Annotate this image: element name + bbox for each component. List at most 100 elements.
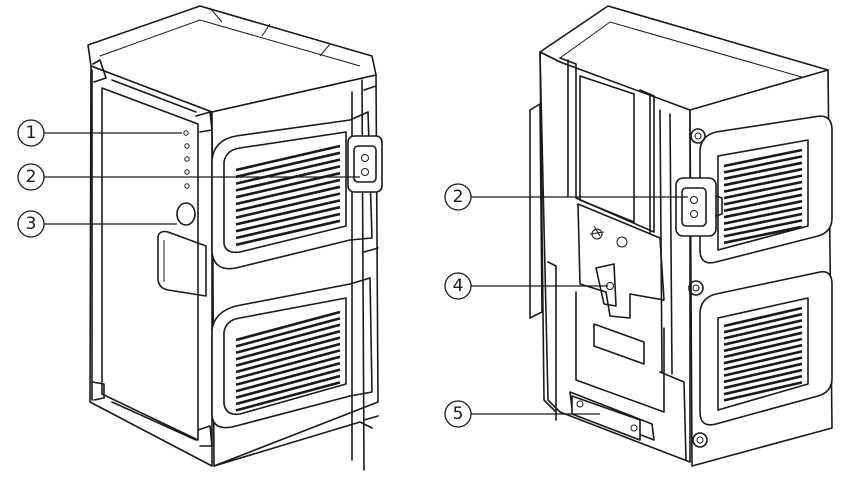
rear-lower-vent-slat [723, 319, 803, 340]
rear-left-tab [529, 103, 543, 319]
bolt-top [690, 128, 706, 144]
rear-plate [539, 51, 691, 463]
front-face [89, 65, 213, 467]
callout-3: 3 [17, 210, 45, 238]
upper-vent-frame [223, 131, 347, 254]
led-indicator-3 [184, 156, 190, 162]
callout-3-label: 3 [26, 214, 37, 234]
front-upper-vent-slat [235, 219, 341, 247]
vmount-screw-left-head [591, 228, 603, 240]
rear-top-inner-edge [559, 21, 813, 81]
dtap-pin-bottom [361, 168, 369, 176]
front-lower-vent-slat [235, 336, 341, 367]
rear-upper-vent-slat [723, 155, 803, 174]
front-inner-panel [101, 87, 199, 441]
front-lower-vent-slat [235, 355, 341, 387]
rear-channel-lines [567, 59, 651, 235]
front-lower-vent-slat [235, 381, 341, 412]
callout-5: 5 [444, 400, 472, 428]
front-upper-vent-slat [235, 192, 341, 219]
rear-upper-vent-slat [723, 212, 803, 232]
rear-lower-vent-slat [723, 325, 803, 346]
rear-lower-vent-slat [723, 331, 803, 353]
callout-1-circle [17, 119, 45, 147]
rear-dtap-port [681, 187, 707, 227]
rear-upper-vent-slat [723, 180, 803, 200]
rear-lower-vent-slat [723, 312, 803, 334]
front-top-inner-edge [99, 19, 361, 67]
callout-5-label: 5 [453, 404, 464, 424]
rear-left-post [547, 261, 557, 421]
front-upper-vent-slat [235, 165, 341, 192]
rear-upper-vent-slat [723, 206, 803, 225]
rear-lower-vent-slat [723, 350, 803, 371]
rear-upper-vent-slat [723, 174, 803, 193]
rear-lower-slot [593, 323, 645, 365]
bolt-middle-center [692, 284, 700, 292]
contact-plate-screw-right [630, 424, 638, 432]
bolt-bottom [692, 432, 708, 448]
front-lower-vent-slat [235, 329, 341, 361]
led-indicator-column [183, 130, 190, 189]
callout-2-left-label: 2 [26, 167, 37, 187]
front-bottom-edge [213, 421, 373, 467]
contact-plate-screw-left [576, 400, 584, 408]
rear-upper-vent-slat [723, 199, 803, 219]
callout-2-left: 2 [17, 163, 45, 191]
rear-upper-vent-slat [723, 148, 803, 168]
front-upper-vent-slat [235, 205, 341, 233]
led-indicator-4 [184, 169, 190, 175]
callout-5-circle [444, 400, 472, 428]
front-upper-vent-slat [235, 151, 341, 179]
front-lower-vent-slat [235, 361, 341, 393]
callout-4-circle [444, 272, 472, 300]
rear-upper-vent-slat [723, 161, 803, 181]
rear-dtap-pin-top [690, 196, 698, 204]
front-top-ridge [111, 79, 197, 113]
front-top-details [209, 7, 331, 57]
front-upper-vent-slat [235, 212, 341, 240]
rear-upper-vent-slat [723, 219, 803, 238]
callout-1: 1 [17, 119, 45, 147]
battery-front-view [87, 5, 383, 471]
vmount-screw-right-head [616, 236, 628, 248]
led-indicator-2 [184, 143, 190, 149]
rear-lower-vent-slat [723, 343, 803, 365]
rear-upper-vent-slat [723, 167, 803, 187]
vmount-latch [595, 263, 617, 307]
front-upper-vent-slat [235, 185, 341, 213]
bumper-bottom-right [197, 425, 213, 447]
battery-rear-view [529, 5, 833, 467]
rear-label-panel [579, 75, 635, 223]
callout-4: 4 [444, 272, 472, 300]
bumper-top-right [195, 111, 213, 133]
callout-2-right: 2 [444, 183, 472, 211]
dtap-port-housing [347, 135, 383, 193]
rear-lower-recess [575, 291, 665, 413]
grip-handle [157, 230, 207, 297]
rear-lower-vent-slat [723, 306, 803, 328]
rear-upper-vent-slat [723, 225, 803, 245]
front-upper-vent-slat [235, 199, 341, 226]
front-upper-vent-slat [235, 158, 341, 185]
front-upper-vent-slat [235, 144, 341, 172]
rear-lower-vent-slat [723, 362, 803, 384]
lower-vent-frame [223, 297, 347, 416]
rear-dtap-pin-bottom [690, 210, 698, 218]
rear-contact-plate [571, 395, 641, 441]
dtap-pin-top [361, 154, 369, 162]
front-lower-vent-slat [235, 349, 341, 380]
front-upper-vent-slat [235, 178, 341, 206]
rear-lower-vent-slat [723, 368, 803, 390]
callout-4-label: 4 [453, 276, 464, 296]
rear-upper-vent-slat [723, 193, 803, 213]
bumper-bottom-left [91, 381, 105, 401]
callout-3-circle [17, 210, 45, 238]
rear-lower-vent-slat [723, 374, 803, 396]
rear-lower-vent-slat [723, 381, 803, 402]
front-lower-vent-slat [235, 323, 341, 355]
rear-right-rail [659, 109, 673, 375]
front-lower-vent-slat [235, 342, 341, 374]
